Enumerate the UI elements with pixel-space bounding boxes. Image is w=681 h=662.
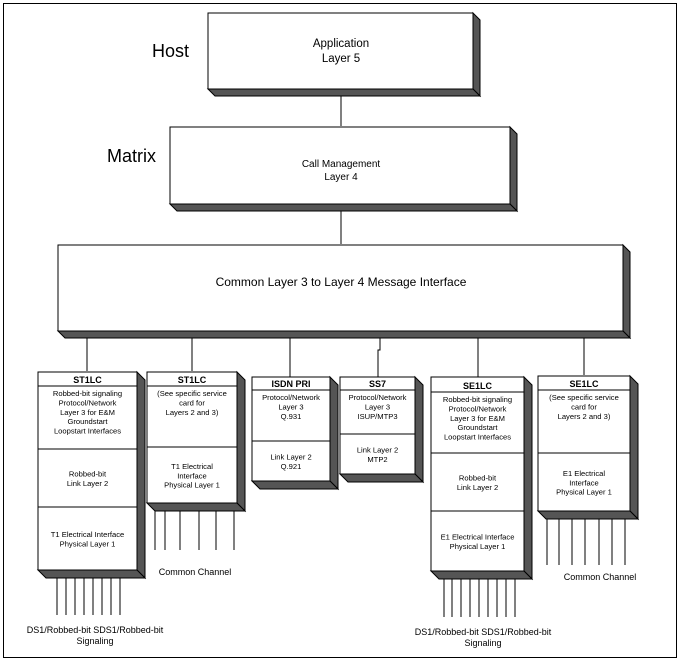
card-5-title: SE1LC <box>463 381 493 391</box>
application-box-shadow <box>472 11 481 98</box>
card-2-section-2-text: Interface <box>177 471 207 480</box>
right-common-channel-label: Common Channel <box>564 572 637 582</box>
service-card-1: ST1LC Robbed-bit signalingProtocol/Networ… <box>36 370 147 615</box>
card-5-body <box>430 376 525 572</box>
card-6-section-2-text: E1 Electrical <box>563 469 606 478</box>
card-3-section-1-text: Q.931 <box>281 412 302 421</box>
card-6-section-1-text: card for <box>571 402 597 411</box>
card-1-section-1-text: Layer 3 for E&M <box>60 408 115 417</box>
card-4-title: SS7 <box>369 379 386 389</box>
card-1-shadow <box>136 370 146 580</box>
card-6-bottom <box>536 510 640 520</box>
card-2-section-2-text: Physical Layer 1 <box>164 481 220 490</box>
card-3-body <box>251 376 331 482</box>
card-5-section-1-text: Robbed-bit signaling <box>443 395 512 404</box>
card-4-body <box>339 376 416 475</box>
left-signaling-label-line1: DS1/Robbed-bit SDS1/Robbed-bit <box>27 625 164 635</box>
call-management-title: Call Management <box>302 159 381 170</box>
card-1-section-3-text: Physical Layer 1 <box>60 540 116 549</box>
card-2-section-1-text: (See specific service <box>157 389 227 398</box>
card-2-section-1-text: card for <box>179 398 205 407</box>
matrix-label: Matrix <box>107 146 156 166</box>
card-3-section-2-text: Link Layer 2 <box>270 453 311 462</box>
common-interface-box-shadow <box>622 243 631 340</box>
card-2-shadow <box>236 370 246 513</box>
common-interface-label: Common Layer 3 to Layer 4 Message Interf… <box>216 275 467 289</box>
card-1-bottom <box>36 569 147 579</box>
application-box-bottom <box>206 88 482 97</box>
card-2-bottom <box>145 502 247 512</box>
call-management-layer: Layer 4 <box>324 172 358 183</box>
card-3-section-2-text: Q.921 <box>281 462 302 471</box>
card-6-section-1-text: (See specific service <box>549 393 619 402</box>
card-4-section-1-text: ISUP/MTP3 <box>357 412 397 421</box>
card-3-title: ISDN PRI <box>271 379 310 389</box>
left-signaling-label-line2: Signaling <box>76 636 113 646</box>
right-signaling-label-line1: DS1/Robbed-bit SDS1/Robbed-bit <box>415 627 552 637</box>
diagram-frame <box>3 3 677 658</box>
call-management-box-shadow <box>509 125 518 213</box>
common-interface-box-body <box>57 244 624 332</box>
card-2-title: ST1LC <box>178 375 207 385</box>
host-label: Host <box>152 41 189 61</box>
card-3-section-1-text: Layer 3 <box>278 402 303 411</box>
connector-common-to-card-4 <box>377 330 381 377</box>
card-3-shadow <box>329 375 339 491</box>
card-1-section-1-text: Loopstart Interfaces <box>54 427 121 436</box>
card-6-shadow <box>629 374 639 521</box>
card-1-title: ST1LC <box>73 375 102 385</box>
common-interface-box-bottom <box>56 330 632 339</box>
card-6-title: SE1LC <box>569 379 599 389</box>
card-5-section-1-text: Protocol/Network <box>449 404 507 413</box>
card-5-section-1-text: Groundstart <box>457 423 498 432</box>
call-management-box: Call Management Layer 4 <box>168 125 519 213</box>
card-1-section-3-text: T1 Electrical Interface <box>51 530 124 539</box>
card-5-shadow <box>523 375 533 581</box>
card-3-section-1-text: Protocol/Network <box>262 393 320 402</box>
card-5-section-3-text: Physical Layer 1 <box>450 542 506 551</box>
card-2-body <box>146 371 238 504</box>
card-5-section-3-text: E1 Electrical Interface <box>441 533 515 542</box>
application-box-body <box>207 12 474 90</box>
card-5-section-2-text: Robbed-bit <box>459 474 497 483</box>
card-6-section-1-text: Layers 2 and 3) <box>558 412 611 421</box>
card-1-section-1-text: Robbed-bit signaling <box>53 389 122 398</box>
service-card-5: SE1LC Robbed-bit signalingProtocol/Networ… <box>429 375 534 617</box>
card-1-section-1-text: Protocol/Network <box>59 398 117 407</box>
card-4-shadow <box>414 375 424 484</box>
card-4-section-2-text: MTP2 <box>367 455 387 464</box>
card-4-section-1-text: Protocol/Network <box>349 393 407 402</box>
card-1-section-2-text: Robbed-bit <box>69 470 107 479</box>
card-2-section-2-text: T1 Electrical <box>171 462 213 471</box>
application-layer: Layer 5 <box>322 53 360 65</box>
card-1-section-2-text: Link Layer 2 <box>67 479 108 488</box>
card-5-section-1-text: Layer 3 for E&M <box>450 414 505 423</box>
card-5-bottom <box>429 570 534 580</box>
card-6-body <box>537 375 631 512</box>
card-5-section-2-text: Link Layer 2 <box>457 483 498 492</box>
card-6-section-2-text: Physical Layer 1 <box>556 488 612 497</box>
left-common-channel-label: Common Channel <box>159 567 232 577</box>
call-management-box-bottom <box>168 203 519 212</box>
card-6-section-2-text: Interface <box>569 478 599 487</box>
card-5-section-1-text: Loopstart Interfaces <box>444 433 511 442</box>
card-4-section-2-text: Link Layer 2 <box>357 446 398 455</box>
application-box: Application Layer 5 <box>206 11 482 98</box>
card-3-bottom <box>250 480 340 490</box>
card-4-section-1-text: Layer 3 <box>365 402 390 411</box>
application-title: Application <box>313 38 369 50</box>
card-1-section-1-text: Groundstart <box>67 417 108 426</box>
common-interface-box: Common Layer 3 to Layer 4 Message Interf… <box>56 243 632 340</box>
card-4-bottom <box>338 473 425 483</box>
card-2-section-1-text: Layers 2 and 3) <box>166 408 219 417</box>
right-signaling-label-line2: Signaling <box>464 638 501 648</box>
